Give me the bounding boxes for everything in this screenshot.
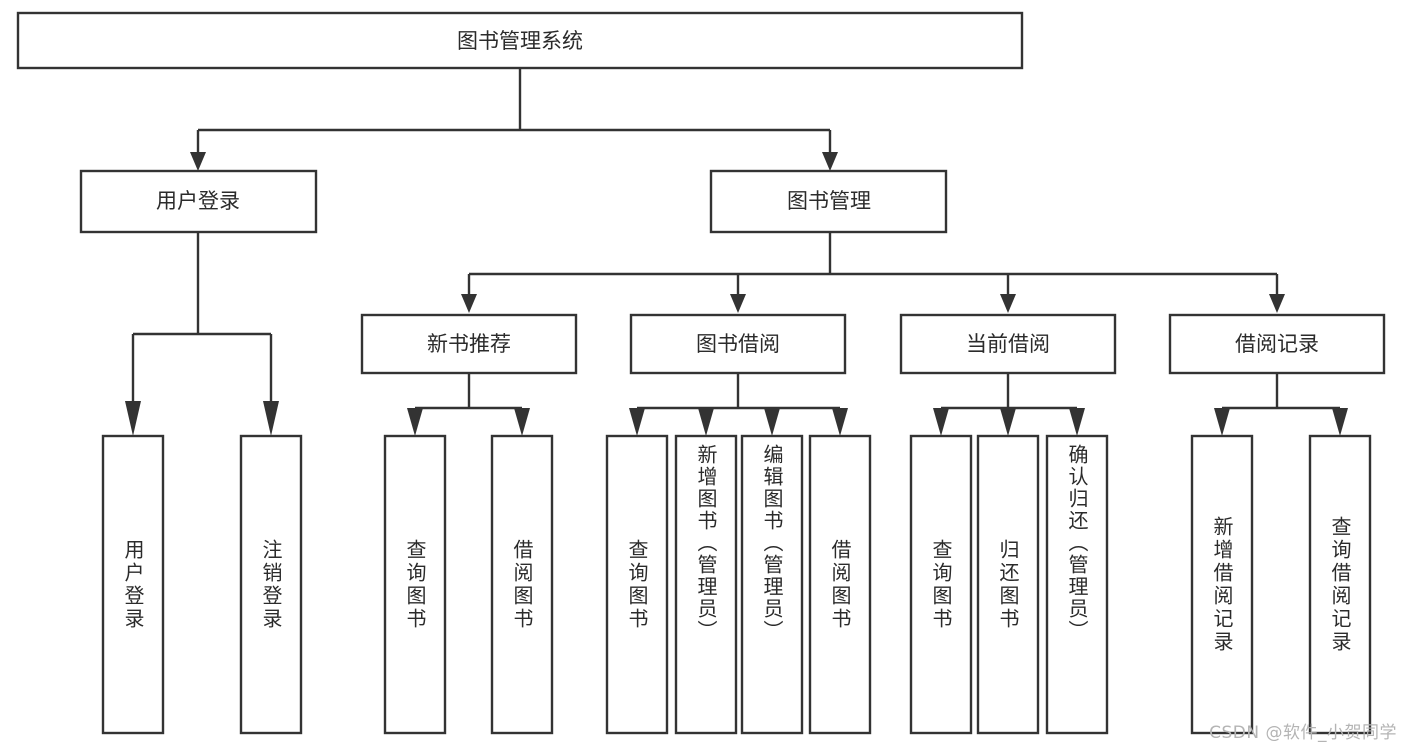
leaf-node-query-book-2[interactable] (605, 434, 669, 735)
connector-group-borrow-record (1214, 373, 1348, 436)
node-current-borrow[interactable]: 当前借阅 (899, 313, 1117, 375)
arrow-head-to-current-borrow (1000, 294, 1016, 313)
leaf-node-add-borrow-record-box[interactable] (1190, 434, 1254, 735)
leaf-node-confirm-return-admin[interactable] (1045, 434, 1109, 735)
node-new-book-rec[interactable]: 新书推荐 (360, 313, 578, 375)
node-root-system[interactable]: 图书管理系统 (16, 11, 1024, 70)
node-book-borrow-label: 图书借阅 (696, 332, 780, 356)
node-new-book-rec-label: 新书推荐 (427, 332, 511, 356)
connector-group-book-mgmt (461, 232, 1285, 313)
node-book-mgmt-box[interactable] (709, 169, 948, 234)
arrow-head-root-to-book-mgmt (822, 152, 838, 171)
node-root-system-label: 图书管理系统 (457, 29, 583, 53)
connector-group-new-book-rec (407, 373, 530, 436)
connector-group-current-borrow (933, 373, 1085, 436)
arrow-head-bb-leaf-1 (629, 408, 645, 436)
arrow-head-bb-leaf-2 (698, 408, 714, 436)
node-user-login[interactable]: 用户登录 (79, 169, 318, 234)
leaf-node-return-book[interactable] (976, 434, 1040, 735)
leaf-node-return-book-box[interactable] (976, 434, 1040, 735)
node-book-mgmt[interactable]: 图书管理 (709, 169, 948, 234)
leaf-node-query-book-1-box[interactable] (383, 434, 447, 735)
node-book-borrow-box[interactable] (629, 313, 847, 375)
connector-group-user-login (125, 232, 279, 436)
node-book-borrow[interactable]: 图书借阅 (629, 313, 847, 375)
node-current-borrow-label: 当前借阅 (966, 332, 1050, 356)
leaf-node-borrow-book-1-box[interactable] (490, 434, 554, 735)
arrow-head-root-to-user-login (190, 152, 206, 171)
leaf-node-user-login-box[interactable] (101, 434, 165, 735)
arrow-head-to-borrow-record (1269, 294, 1285, 313)
arrow-head-to-new-book-rec (461, 294, 477, 313)
arrow-head-to-book-borrow (730, 294, 746, 313)
arrow-head-nbr-leaf-1 (407, 408, 423, 436)
node-new-book-rec-box[interactable] (360, 313, 578, 375)
arrow-head-nbr-leaf-2 (514, 408, 530, 436)
leaf-node-query-book-2-box[interactable] (605, 434, 669, 735)
node-borrow-record-label: 借阅记录 (1235, 332, 1319, 356)
node-borrow-record-box[interactable] (1168, 313, 1386, 375)
arrow-head-user-login-leaf-1 (125, 401, 141, 436)
leaf-node-query-book-3-box[interactable] (909, 434, 973, 735)
connector-group-book-borrow (629, 373, 848, 436)
arrow-head-bb-leaf-3 (764, 408, 780, 436)
leaf-node-add-book-admin-box[interactable] (674, 434, 738, 735)
leaf-node-borrow-book-2-box[interactable] (808, 434, 872, 735)
leaf-node-add-borrow-record[interactable] (1190, 434, 1254, 735)
arrow-head-cb-leaf-2 (1000, 408, 1016, 436)
node-current-borrow-box[interactable] (899, 313, 1117, 375)
leaf-node-confirm-return-admin-box[interactable] (1045, 434, 1109, 735)
node-borrow-record[interactable]: 借阅记录 (1168, 313, 1386, 375)
leaf-node-borrow-book-1[interactable] (490, 434, 554, 735)
leaf-node-query-book-1[interactable] (383, 434, 447, 735)
leaf-node-query-book-3[interactable] (909, 434, 973, 735)
node-root-system-box[interactable] (16, 11, 1024, 70)
connector-group-root (190, 68, 838, 171)
arrow-head-bb-leaf-4 (832, 408, 848, 436)
leaf-node-add-book-admin[interactable] (674, 434, 738, 735)
leaf-node-user-login[interactable] (101, 434, 165, 735)
arrow-head-br-leaf-1 (1214, 408, 1230, 436)
arrow-head-br-leaf-2 (1332, 408, 1348, 436)
leaf-node-edit-book-admin[interactable] (740, 434, 804, 735)
node-user-login-box[interactable] (79, 169, 318, 234)
leaf-node-edit-book-admin-box[interactable] (740, 434, 804, 735)
node-book-mgmt-label: 图书管理 (787, 189, 871, 213)
leaf-node-logout[interactable] (239, 434, 303, 735)
node-user-login-label: 用户登录 (156, 189, 240, 213)
leaf-node-query-borrow-record[interactable] (1308, 434, 1372, 735)
leaf-node-query-borrow-record-box[interactable] (1308, 434, 1372, 735)
leaf-node-borrow-book-2[interactable] (808, 434, 872, 735)
arrow-head-user-login-leaf-2 (263, 401, 279, 436)
csdn-watermark: CSDN @软件_小贺同学 (1209, 723, 1397, 743)
leaf-node-logout-box[interactable] (239, 434, 303, 735)
arrow-head-cb-leaf-1 (933, 408, 949, 436)
arrow-head-cb-leaf-3 (1069, 408, 1085, 436)
